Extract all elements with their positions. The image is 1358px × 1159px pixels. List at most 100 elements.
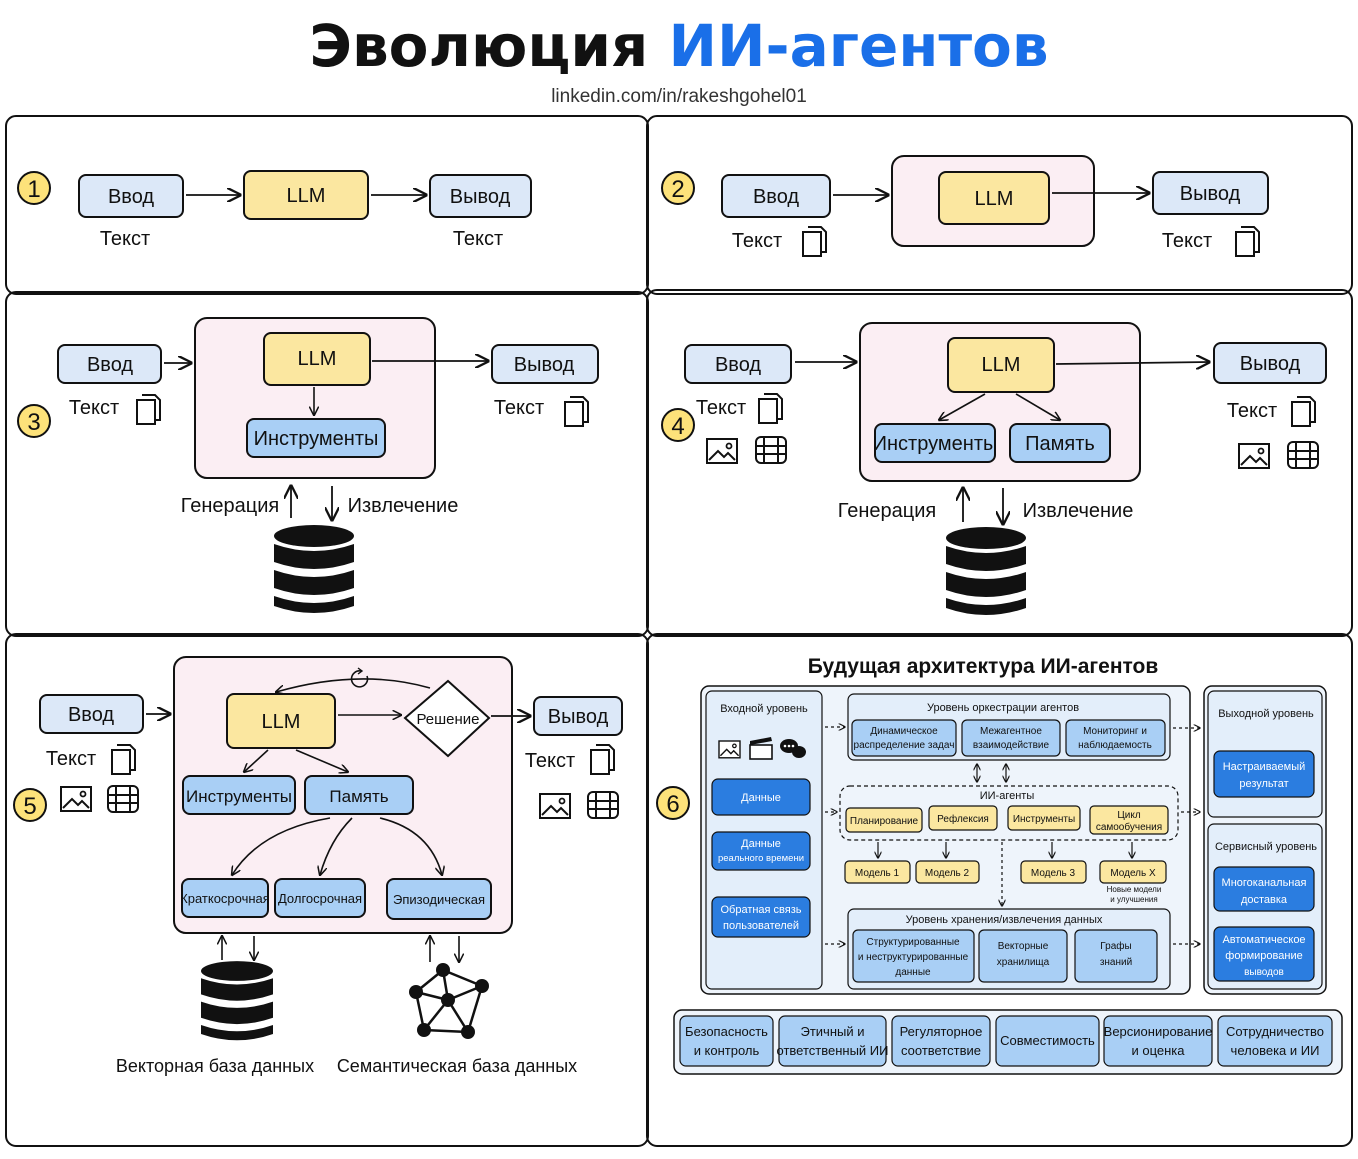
p4-input-label: Ввод — [715, 354, 761, 376]
p1-input-text-type: Текст — [100, 228, 150, 250]
chat-bubbles-icon — [780, 739, 806, 758]
agent-item-label: Инструменты — [1013, 814, 1075, 825]
storage-item-box — [978, 929, 1068, 983]
p5-arrow-llm-tools — [244, 749, 269, 772]
step-badge-1 — [17, 171, 51, 205]
p4-output-label: Вывод — [1240, 353, 1301, 375]
p5-tools-label: Инструменты — [186, 787, 292, 806]
p4-llm-box — [947, 337, 1055, 393]
p1-llm-label: LLM — [287, 185, 326, 207]
model-box — [915, 860, 980, 884]
p5-short-term-label: Краткосрочная — [180, 891, 270, 906]
p4-input-text-type: Текст — [696, 397, 746, 419]
p3-input-box — [57, 344, 162, 384]
auto-insights-label: выводов — [1244, 967, 1284, 978]
p4-arrow-llm-tools — [939, 393, 986, 420]
orch-item-box — [1065, 719, 1166, 757]
document-icon — [590, 744, 615, 775]
p1-output-box — [429, 174, 532, 218]
p4-generation-label: Генерация — [838, 500, 937, 522]
model-label: Модель X — [1110, 868, 1156, 879]
p3-llm-label: LLM — [298, 348, 337, 370]
p2-output-box — [1152, 171, 1269, 215]
p1-llm-box — [243, 170, 369, 220]
p5-arrow-memory-short — [232, 817, 331, 875]
custom-result-label: результат — [1239, 778, 1288, 790]
storage-item-label: хранилища — [997, 957, 1050, 968]
output-level-label: Выходной уровень — [1218, 708, 1314, 720]
custom-result-box — [1213, 750, 1315, 798]
bottom-item-box — [891, 1015, 991, 1067]
p4-tools-box — [874, 423, 996, 463]
user-feedback-box — [711, 896, 811, 938]
agent-item-label: Планирование — [850, 816, 919, 827]
image-icon — [1238, 443, 1270, 469]
learning-cycle-label: Цикл — [1117, 810, 1140, 821]
bottom-item-box — [1103, 1015, 1213, 1067]
p5-episodic-label: Эпизодическая — [393, 892, 485, 907]
orch-item-box — [851, 719, 957, 757]
document-icon — [758, 393, 783, 424]
bottom-item-label: Безопасность — [685, 1024, 768, 1039]
p3-input-text-type: Текст — [69, 397, 119, 419]
refresh-icon — [350, 670, 369, 688]
document-icon — [111, 744, 136, 775]
p4-llm-label: LLM — [982, 354, 1021, 376]
p2-llm-label: LLM — [975, 188, 1014, 210]
p5-llm-label: LLM — [262, 711, 301, 733]
video-icon — [587, 791, 619, 819]
p3-tools-box — [246, 418, 386, 458]
panel-4 — [646, 289, 1353, 637]
auto-insights-label: формирование — [1225, 950, 1302, 962]
bottom-item-label: Регуляторное — [900, 1024, 983, 1039]
step-number-5: 5 — [23, 793, 36, 820]
model-box — [844, 860, 911, 884]
step-number-4: 4 — [671, 413, 684, 440]
document-icon — [136, 394, 161, 425]
p4-output-text-type: Текст — [1227, 400, 1277, 422]
multichannel-box — [1213, 866, 1315, 912]
subtitle: linkedin.com/in/rakeshgohel01 — [551, 86, 807, 107]
model-label: Модель 1 — [855, 868, 900, 879]
agent-item-box — [845, 807, 923, 833]
p4-arrow-llm-memory — [1015, 393, 1060, 420]
p4-input-box — [684, 344, 792, 384]
auto-insights-label: Автоматическое — [1222, 934, 1305, 946]
storage-item-label: Векторные — [998, 941, 1049, 952]
video-icon — [1287, 441, 1319, 469]
orch-item-label: наблюдаемость — [1078, 739, 1152, 751]
data-box — [711, 778, 811, 816]
bottom-item-label: Сотрудничество — [1226, 1024, 1324, 1039]
panel-6 — [646, 633, 1353, 1147]
document-icon — [1291, 396, 1316, 427]
p5-output-label: Вывод — [548, 706, 609, 728]
p5-arrow-memory-long — [320, 817, 353, 875]
orch-item-label: Мониторинг и — [1083, 726, 1147, 737]
orch-item-label: распределение задач — [854, 740, 955, 751]
p5-arrow-llm-memory — [295, 749, 348, 772]
clapperboard-icon — [749, 737, 773, 760]
step-number-2: 2 — [671, 176, 684, 203]
image-icon — [539, 793, 571, 819]
bottom-item-label: Версионирование — [1104, 1024, 1213, 1039]
bottom-item-label: и контроль — [694, 1043, 760, 1058]
agent-item-box — [1007, 805, 1081, 831]
vector-db-caption: Векторная база данных — [116, 1056, 314, 1076]
model-label: Модель 3 — [1031, 868, 1076, 879]
page-title: Эволюция ИИ-агентов — [309, 12, 1048, 80]
p2-output-label: Вывод — [1180, 183, 1241, 205]
bottom-item-box — [679, 1015, 774, 1067]
agent-item-label: Рефлексия — [937, 813, 989, 825]
step-badge-6 — [656, 786, 690, 820]
p5-episodic-box — [386, 878, 492, 920]
learning-cycle-box — [1089, 805, 1169, 835]
multichannel-label: доставка — [1241, 894, 1288, 906]
orch-item-label: взаимодействие — [973, 740, 1050, 751]
orch-item-label: Межагентное — [980, 726, 1042, 737]
model-label: Модель 2 — [925, 868, 970, 879]
auto-insights-box — [1213, 926, 1315, 982]
bottom-item-label: Совместимость — [1000, 1033, 1095, 1048]
p5-arrow-memory-episodic — [379, 817, 442, 875]
database-icon — [274, 525, 354, 613]
